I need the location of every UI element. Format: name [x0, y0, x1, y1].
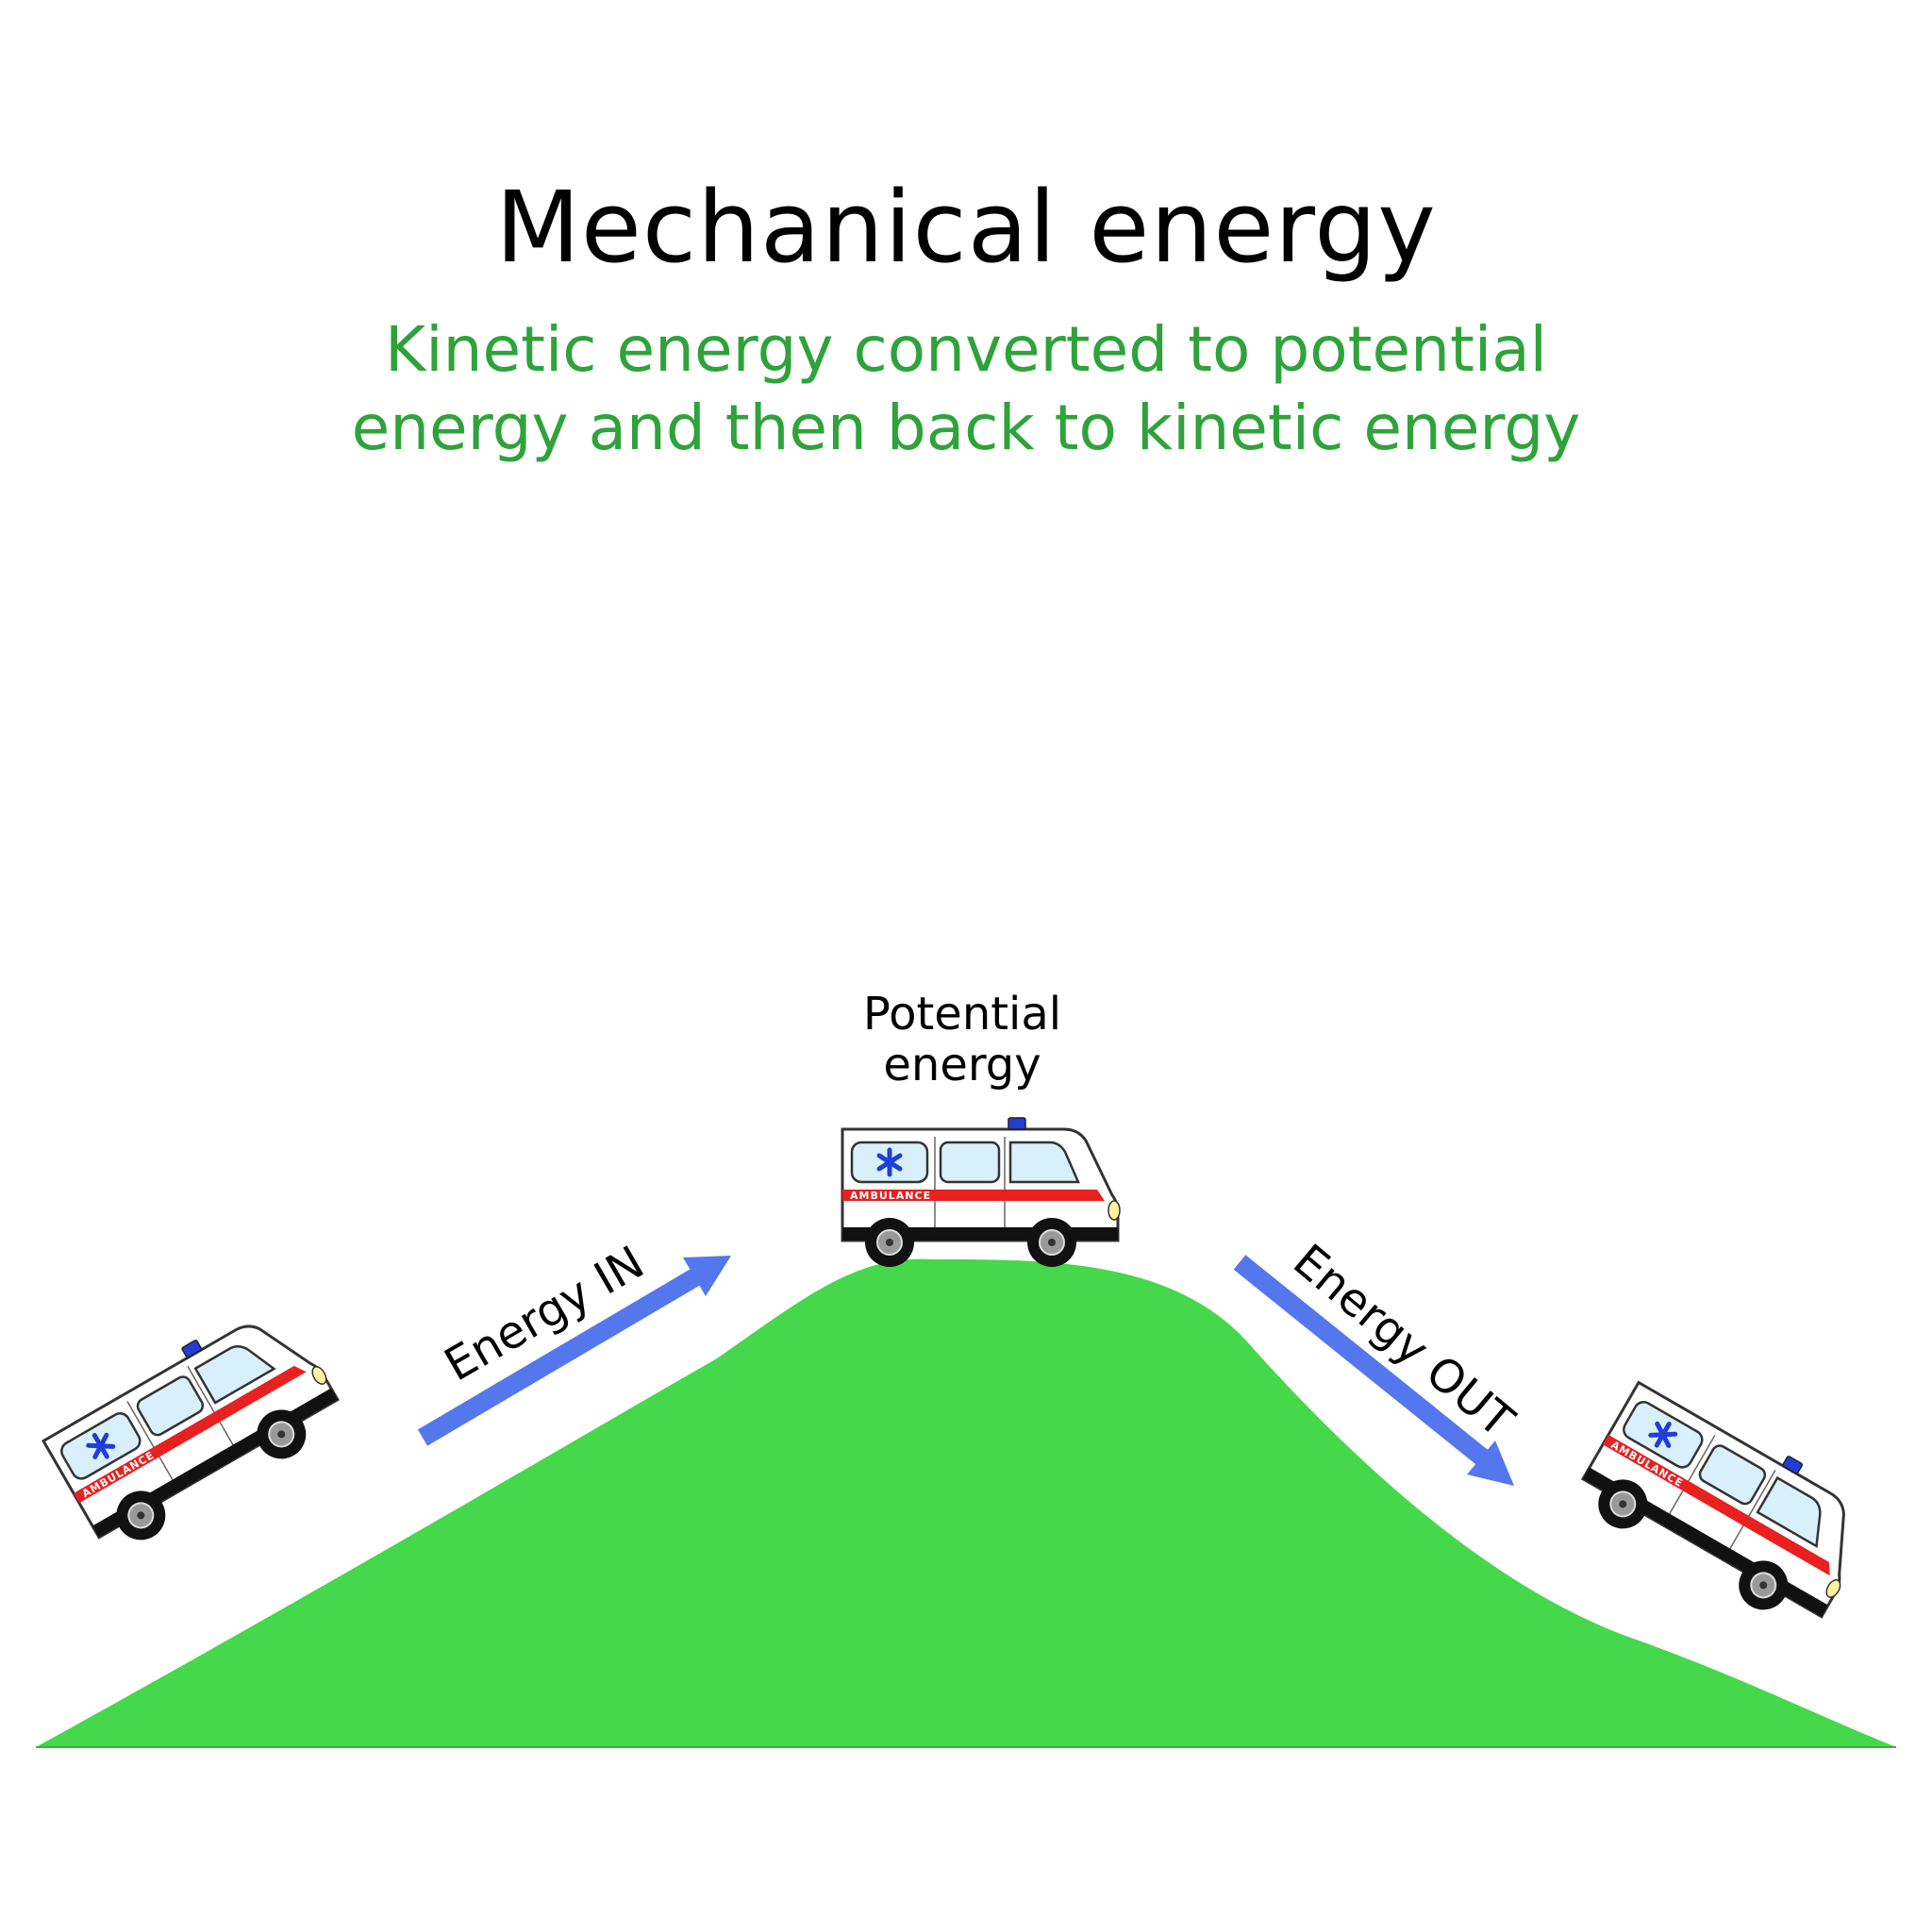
energy-out-arrow	[1233, 1255, 1514, 1486]
energy-in-arrow	[417, 1256, 731, 1446]
ambulance-top	[842, 1118, 1120, 1267]
ambulance-right	[1570, 1373, 1885, 1641]
ambulance-left	[38, 1292, 353, 1560]
potential-energy-label-line-2: energy	[883, 1039, 1041, 1091]
diagram-title: Mechanical energy	[495, 170, 1437, 285]
subtitle-line-1: Kinetic energy converted to potential	[385, 313, 1547, 386]
hill	[36, 1258, 1896, 1747]
potential-energy-label-line-1: Potential	[862, 988, 1062, 1041]
energy-out-label: Energy OUT	[1283, 1234, 1524, 1448]
subtitle-line-2: energy and then back to kinetic energy	[351, 391, 1581, 464]
